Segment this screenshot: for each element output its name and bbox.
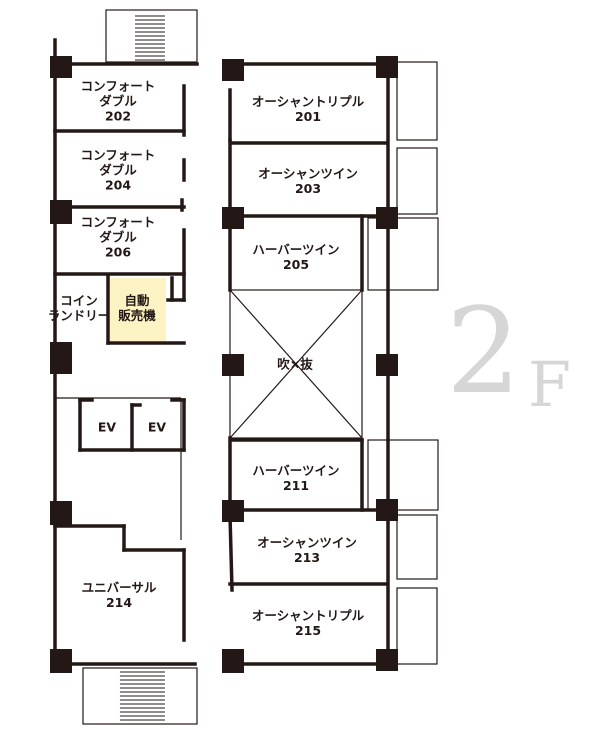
floor-number: 2 bbox=[446, 282, 522, 420]
column bbox=[50, 56, 72, 78]
balcony-213 bbox=[396, 514, 438, 580]
room-type: オーシャントリプル bbox=[251, 94, 365, 109]
column bbox=[222, 649, 244, 673]
balcony-215 bbox=[396, 587, 438, 665]
room-214-label: ユニバーサル 214 bbox=[82, 580, 157, 610]
column bbox=[376, 499, 398, 521]
room-type-line2: ダブル bbox=[99, 93, 137, 109]
room-number: 205 bbox=[282, 257, 310, 272]
column bbox=[222, 59, 244, 81]
column bbox=[222, 500, 244, 522]
room-number: 204 bbox=[104, 177, 132, 193]
room-type-line2: ダブル bbox=[99, 229, 137, 245]
column bbox=[222, 354, 244, 376]
column bbox=[50, 342, 72, 374]
column bbox=[376, 207, 398, 229]
room-number: 203 bbox=[294, 181, 322, 196]
room-213-label: オーシャンツイン 213 bbox=[257, 535, 357, 565]
room-type: オーシャントリプル bbox=[251, 608, 365, 623]
walls bbox=[53, 38, 390, 668]
coin-laundry-label: コイン ランドリー bbox=[48, 293, 111, 323]
room-211-label: ハーバーツイン 211 bbox=[252, 463, 339, 493]
balcony-201 bbox=[396, 61, 438, 141]
room-number: 213 bbox=[293, 550, 321, 565]
vending-line1: 自動 bbox=[124, 293, 150, 308]
room-202-label: コンフォート ダブル 202 bbox=[81, 79, 156, 124]
column bbox=[376, 56, 398, 78]
room-number: 202 bbox=[104, 108, 132, 124]
atrium-diagonal bbox=[229, 289, 363, 439]
coin-laundry-line2: ランドリー bbox=[47, 308, 111, 323]
room-type-line2: ダブル bbox=[99, 162, 137, 178]
room-type: ハーバーツイン bbox=[252, 463, 340, 478]
column bbox=[50, 200, 72, 224]
room-type: ハーバーツイン bbox=[252, 242, 340, 257]
room-type: ユニバーサル bbox=[81, 580, 157, 595]
room-206-label: コンフォート ダブル 206 bbox=[81, 215, 156, 260]
room-number: 214 bbox=[105, 595, 133, 610]
columns bbox=[50, 56, 398, 673]
room-type-line1: コンフォート bbox=[80, 147, 156, 163]
room-type-line1: コンフォート bbox=[80, 214, 156, 230]
vending-area bbox=[110, 278, 166, 341]
room-type: オーシャンツイン bbox=[258, 166, 358, 181]
room-type-line1: コンフォート bbox=[80, 78, 156, 94]
thin-outlines bbox=[55, 9, 439, 725]
vending-label: 自動 販売機 bbox=[118, 293, 156, 323]
atrium-label: 吹×抜 bbox=[277, 356, 313, 372]
room-number: 201 bbox=[294, 109, 322, 124]
room-number: 215 bbox=[294, 623, 322, 638]
column bbox=[376, 649, 398, 671]
elevator-2-label: EV bbox=[147, 419, 167, 435]
floor-letter: F bbox=[528, 348, 572, 421]
room-type: オーシャンツイン bbox=[257, 535, 357, 550]
elevator-1-label: EV bbox=[97, 419, 117, 435]
stair-top bbox=[105, 9, 198, 63]
room-number: 211 bbox=[282, 478, 310, 493]
balcony-203 bbox=[396, 147, 438, 215]
vending-line2: 販売機 bbox=[118, 308, 156, 323]
column bbox=[50, 501, 72, 525]
room-203-label: オーシャンツイン 203 bbox=[258, 166, 358, 196]
column bbox=[50, 649, 72, 673]
balcony-211 bbox=[367, 439, 439, 511]
coin-laundry-line1: コイン bbox=[60, 293, 98, 308]
column bbox=[222, 207, 244, 229]
room-number: 206 bbox=[104, 244, 132, 260]
column bbox=[376, 354, 398, 376]
room-205-label: ハーバーツイン 205 bbox=[252, 242, 339, 272]
room-204-label: コンフォート ダブル 204 bbox=[81, 148, 156, 193]
stair-bottom bbox=[82, 667, 198, 725]
balcony-205 bbox=[367, 217, 439, 291]
room-201-label: オーシャントリプル 201 bbox=[252, 94, 364, 124]
room-215-label: オーシャントリプル 215 bbox=[252, 608, 364, 638]
stair-treads bbox=[120, 15, 165, 721]
